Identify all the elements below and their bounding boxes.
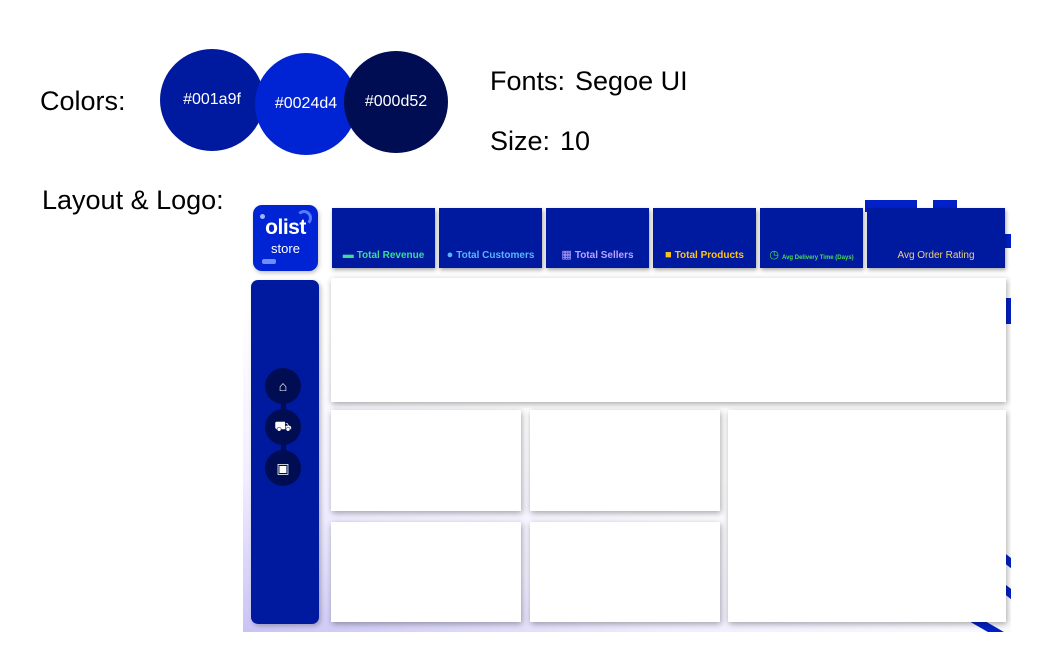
person-icon: ● [446, 249, 454, 261]
truck-icon: ⛟ [274, 417, 292, 434]
color-swatch-3-label: #000d52 [364, 93, 428, 110]
nav-home-button[interactable]: ⌂ [265, 368, 301, 404]
chart-panel [530, 410, 720, 511]
store-icon: ▦ [561, 249, 572, 261]
kpi-label: Avg Delivery Time (Days) [781, 255, 854, 261]
stopwatch-icon: ◷ [769, 249, 779, 261]
sidebar-nav: ⌂ ⛟ ▣ [251, 280, 319, 624]
nav-products-button[interactable]: ▣ [265, 450, 301, 486]
size-line: Size: 10 [490, 126, 590, 157]
kpi-card-total-customers[interactable]: ●Total Customers [439, 208, 542, 268]
kpi-card-avg-order-rating[interactable]: Avg Order Rating [867, 208, 1005, 268]
nav-connector [281, 402, 286, 412]
kpi-card-total-revenue[interactable]: ▬Total Revenue [332, 208, 435, 268]
home-icon: ⌂ [278, 378, 288, 394]
chart-panel [331, 522, 521, 622]
size-value: 10 [560, 126, 591, 156]
nav-delivery-button[interactable]: ⛟ [265, 409, 301, 445]
kpi-label: Total Revenue [356, 250, 425, 261]
chart-panel-large [728, 410, 1006, 622]
fonts-label: Fonts: [490, 66, 566, 96]
chart-panel [331, 410, 521, 511]
fonts-value: Segoe UI [575, 66, 688, 96]
logo-text-olist: olist [265, 216, 306, 239]
logo-dot [260, 214, 265, 219]
kpi-label: Total Sellers [574, 250, 634, 261]
colors-label: Colors: [40, 86, 126, 116]
fonts-line: Fonts: Segoe UI [490, 66, 688, 97]
color-swatch-3: #000d52 [344, 51, 448, 153]
color-swatch-1-label: #001a9f [183, 91, 241, 108]
kpi-label: Total Products [674, 250, 744, 261]
layout-logo-label: Layout & Logo: [42, 185, 224, 215]
kpi-card-total-products[interactable]: ■Total Products [653, 208, 756, 268]
olist-store-logo: olist store [253, 205, 318, 271]
kpi-label: Avg Order Rating [897, 250, 975, 261]
product-box-icon: ■ [665, 249, 672, 261]
chart-panel [530, 522, 720, 622]
color-swatch-1: #001a9f [160, 49, 264, 151]
dashboard-mockup: olist store ⌂ ⛟ ▣ ▬Total Revenue ●Total … [243, 190, 1011, 632]
logo-arc [296, 210, 312, 226]
box-icon: ▣ [276, 459, 290, 476]
money-icon: ▬ [342, 249, 354, 261]
logo-bar [262, 259, 276, 264]
color-swatch-2: #0024d4 [255, 53, 357, 155]
color-swatch-2-label: #0024d4 [274, 95, 338, 112]
kpi-card-avg-delivery-time[interactable]: ◷Avg Delivery Time (Days) [760, 208, 863, 268]
kpi-label: Total Customers [456, 250, 535, 261]
logo-text-store: store [271, 241, 300, 256]
main-chart-panel [331, 278, 1006, 402]
nav-connector [281, 442, 286, 452]
size-label: Size: [490, 126, 551, 156]
kpi-card-total-sellers[interactable]: ▦Total Sellers [546, 208, 649, 268]
